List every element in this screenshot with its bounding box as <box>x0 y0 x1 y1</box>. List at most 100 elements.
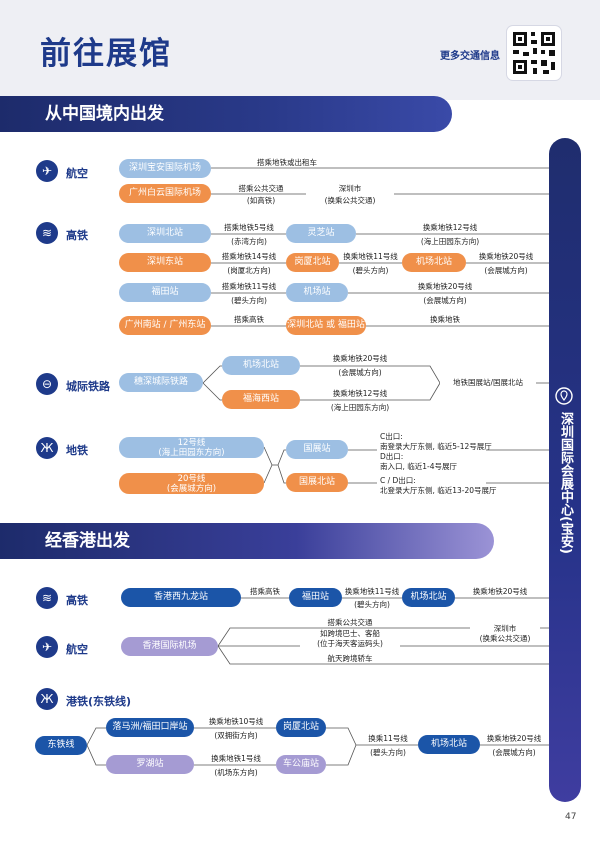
route-label: 换乘地铁20号线 <box>417 282 473 291</box>
category-metro: 地铁 <box>66 444 88 457</box>
station-airport-north[interactable]: 机场北站 <box>418 735 480 754</box>
category-intercity: 城际铁路 <box>66 380 110 393</box>
route-label: 换乘地铁10号线 <box>208 717 264 726</box>
route-label: (海上田园东方向) <box>330 403 390 412</box>
line-east-rail[interactable]: 东铁线 <box>35 736 87 755</box>
line-20[interactable]: 20号线 (会展城方向) <box>119 473 264 494</box>
station-shenzhen-north[interactable]: 深圳北站 <box>119 224 211 243</box>
airplane-icon: ✈ <box>36 636 58 658</box>
route-label: 换乘地铁11号线 <box>343 252 398 261</box>
route-label: (海上田园东方向) <box>420 237 480 246</box>
station-lo-wu[interactable]: 罗湖站 <box>106 755 194 774</box>
category-air: 航空 <box>66 643 88 656</box>
section-title-domestic: 从中国境内出发 <box>0 96 452 132</box>
route-label: 搭乘高铁 <box>250 587 280 596</box>
route-label: (碧头方向) <box>354 600 390 609</box>
exit-note: 南登录大厅东侧, 临近5-12号展厅 <box>380 442 492 451</box>
route-label: 换乘11号线 <box>368 734 408 743</box>
venue-bar <box>549 138 581 802</box>
route-label: 搭乘高铁 <box>234 315 264 324</box>
station-futian[interactable]: 福田站 <box>119 283 211 302</box>
route-label: 搭乘地铁5号线 <box>224 223 274 232</box>
high-speed-rail-icon: ≋ <box>36 587 58 609</box>
route-label: 换乘地铁20号线 <box>472 587 528 596</box>
more-transport-link[interactable]: 更多交通信息 <box>440 51 500 62</box>
line-sui-shen-intercity[interactable]: 穗深城际铁路 <box>119 373 203 392</box>
page-number: 47 <box>565 812 577 822</box>
station-airport[interactable]: 机场站 <box>286 283 348 302</box>
route-label: (碧头方向) <box>352 266 389 275</box>
station-guozhan[interactable]: 国展站 <box>286 440 348 459</box>
category-hsr: 高铁 <box>66 229 88 242</box>
route-label: (换乘公共交通) <box>470 634 540 644</box>
mtr-icon: Ж <box>36 688 58 710</box>
route-label: (换乘公共交通) <box>324 196 376 205</box>
station-shenzhen-north-or-futian[interactable]: 深圳北站 或 福田站 <box>286 316 366 335</box>
route-label: (位于海天客运码头) <box>300 639 400 649</box>
station-fuhai-west[interactable]: 福海西站 <box>222 390 300 409</box>
exit-note: 南入口, 临近1-4号展厅 <box>380 462 458 471</box>
line-label: 12号线 <box>177 438 206 448</box>
line-direction: (会展城方向) <box>166 484 217 494</box>
station-airport-north[interactable]: 机场北站 <box>402 588 455 607</box>
location-pin-icon <box>555 387 573 405</box>
station-hk-airport[interactable]: 香港国际机场 <box>121 637 218 656</box>
route-label: (机场东方向) <box>214 768 258 777</box>
station-gangxia-north[interactable]: 岗厦北站 <box>276 718 326 737</box>
route-label: 搭乘地铁11号线 <box>221 282 277 291</box>
station-hk-west-kowloon[interactable]: 香港西九龙站 <box>121 588 241 607</box>
qr-code-icon[interactable] <box>507 26 561 80</box>
route-label: (碧头方向) <box>231 296 267 305</box>
route-label: 换乘地铁20号线 <box>486 734 542 743</box>
station-gangxia-north[interactable]: 岗厦北站 <box>286 253 339 272</box>
route-label: 搭乘公共交通 <box>238 184 284 193</box>
route-label: (会展城方向) <box>423 296 467 305</box>
exit-note: C / D出口: <box>380 476 416 485</box>
station-guangzhou-airport[interactable]: 广州白云国际机场 <box>119 184 211 203</box>
exit-note: C出口: <box>380 432 403 441</box>
metro-icon: Ж <box>36 437 58 459</box>
station-guozhan-north[interactable]: 国展北站 <box>286 473 348 492</box>
venue-name: 深圳国际会展中心(宝安) <box>558 412 573 554</box>
high-speed-rail-icon: ≋ <box>36 222 58 244</box>
exit-note: 北登录大厅东侧, 临近13-20号展厅 <box>380 486 497 495</box>
station-airport-north[interactable]: 机场北站 <box>402 253 466 272</box>
airplane-icon: ✈ <box>36 160 58 182</box>
exit-note: D出口: <box>380 452 404 461</box>
station-guangzhou-south-east[interactable]: 广州南站 / 广州东站 <box>119 316 211 335</box>
route-label: 深圳市 <box>338 184 362 193</box>
route-label: (会展城方向) <box>338 368 382 377</box>
route-label: 换乘地铁1号线 <box>211 754 261 763</box>
route-label: (岗厦北方向) <box>227 266 271 275</box>
route-label: 换乘地铁12号线 <box>332 389 388 398</box>
route-label: 如跨境巴士、客船 <box>300 629 400 639</box>
header-band <box>0 0 600 100</box>
route-label: 地铁国展站/国展北站 <box>440 378 536 388</box>
route-label: (双拥街方向) <box>214 731 258 740</box>
station-futian[interactable]: 福田站 <box>289 588 342 607</box>
route-label: 搭乘公共交通 <box>327 618 373 627</box>
section-title-hongkong: 经香港出发 <box>0 523 494 559</box>
route-label: 搭乘地铁14号线 <box>221 252 277 261</box>
category-mtr: 港铁(东铁线) <box>66 695 132 708</box>
line-label: 20号线 <box>177 474 206 484</box>
line-12[interactable]: 12号线 (海上田园东方向) <box>119 437 264 458</box>
station-lingzhi[interactable]: 灵芝站 <box>286 224 356 243</box>
route-label: 换乘地铁20号线 <box>332 354 388 363</box>
page-title: 前往展馆 <box>40 36 172 72</box>
route-label: 深圳市 <box>470 624 540 634</box>
station-chegongmiao[interactable]: 车公庙站 <box>276 755 326 774</box>
category-air: 航空 <box>66 167 88 180</box>
route-label: (如高铁) <box>246 196 276 205</box>
station-airport-north[interactable]: 机场北站 <box>222 356 300 375</box>
station-shenzhen-east[interactable]: 深圳东站 <box>119 253 211 272</box>
route-label: 换乘地铁11号线 <box>344 587 400 596</box>
station-shenzhen-airport[interactable]: 深圳宝安国际机场 <box>119 159 211 178</box>
route-label: (会展城方向) <box>492 748 536 757</box>
station-lok-ma-chau[interactable]: 落马洲/福田口岸站 <box>106 718 194 737</box>
route-label: (赤湾方向) <box>231 237 267 246</box>
route-label: 航天跨境轿车 <box>327 654 373 663</box>
route-label: 换乘地铁12号线 <box>422 223 478 232</box>
route-label: 换乘地铁20号线 <box>478 252 534 261</box>
line-direction: (海上田园东方向) <box>158 448 225 458</box>
